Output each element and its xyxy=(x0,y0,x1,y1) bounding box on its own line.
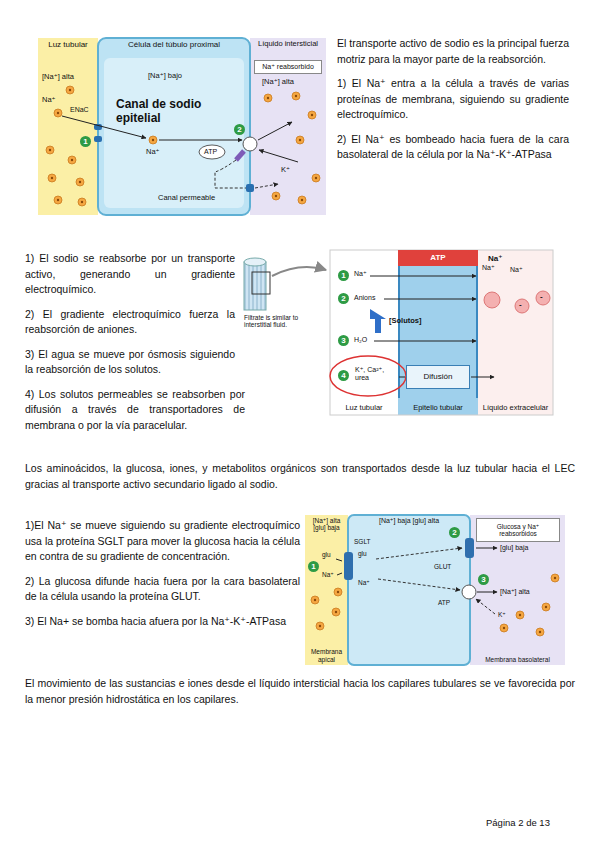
callout-number: 4 xyxy=(338,370,349,381)
region-panel: Célula del túbulo proximal xyxy=(98,38,250,215)
text-box: Na⁺ reabsorbido xyxy=(254,60,322,74)
node-text: Difusión xyxy=(424,372,453,381)
callout-number: 2 xyxy=(449,527,460,538)
node-text: Na⁺ reabsorbido xyxy=(262,63,314,71)
figure-label: ATP xyxy=(438,599,450,606)
figure-label: Anions xyxy=(354,294,375,302)
region-panel: Epitelio tubular ATP Difusión xyxy=(398,250,478,415)
region-panel: Líquido extracelular xyxy=(478,250,553,415)
paragraph-text: 1) El sodio se reabsorbe por un transpor… xyxy=(25,252,235,295)
paragraph: 4) Los solutos permeables se reabsorben … xyxy=(25,387,575,434)
figure-label: Página 2 de 13 xyxy=(486,818,550,829)
node-text: [Na⁺] alta [glu] baja xyxy=(307,517,346,532)
node-text: ATP xyxy=(430,253,445,262)
figure-label: H₂O xyxy=(354,336,367,344)
figure-label: - xyxy=(540,292,543,301)
figure-label: ENaC xyxy=(70,106,89,114)
node-text: Líquido intersticial xyxy=(258,40,318,49)
node-text: Luz tubular xyxy=(48,40,88,49)
paragraph: El movimiento de las sustancias e iones … xyxy=(25,676,575,707)
node-text: Membrana basolateral xyxy=(485,656,550,663)
region-panel: Luz tubular xyxy=(38,38,98,215)
paragraph-text: 2) La glucosa difunde hacia fuera por la… xyxy=(25,575,300,603)
node-text: Líquido extracelular xyxy=(483,404,548,413)
callout-number: 3 xyxy=(338,335,349,346)
callout-number: 1 xyxy=(308,561,319,572)
figure-label: [Na⁺] alta xyxy=(500,588,530,596)
figure-label: Na⁺ xyxy=(510,266,523,274)
node-text: Membrana apical xyxy=(307,648,346,663)
paragraph-text: 3) El agua se mueve por ósmosis siguiend… xyxy=(25,348,235,376)
callout-number: 2 xyxy=(338,293,349,304)
region-panel: [Na⁺] alta [glu] bajaMembrana apical xyxy=(305,515,348,665)
paragraph: 1) El Na⁺ entra a la célula a través de … xyxy=(337,76,569,123)
figure-label: GLUT xyxy=(434,563,451,570)
figure-label: ATP xyxy=(204,148,217,156)
paragraph: 2) El gradiente electroquímico fuerza la… xyxy=(25,307,235,338)
paragraph-text: 2) El gradiente electroquímico fuerza la… xyxy=(25,308,235,336)
paragraph-text: 3) El Na+ se bomba hacia afuera por la N… xyxy=(25,615,286,627)
figure-label: [glu] baja xyxy=(500,544,528,552)
paragraph-text: El movimiento de las sustancias e iones … xyxy=(25,677,575,705)
paragraph: 3) El agua se mueve por ósmosis siguiend… xyxy=(25,347,235,378)
figure-label: glu xyxy=(358,550,367,557)
text-box: Glucosa y Na⁺ reabsorbidos xyxy=(476,518,560,542)
node-text: Luz tubular xyxy=(345,404,382,413)
text-column: El transporte activo de sodio es la prin… xyxy=(337,36,569,172)
text-column: 1)El Na⁺ se mueve siguiendo su gradiente… xyxy=(25,518,300,638)
figure-label: Na⁺ xyxy=(488,254,502,263)
paragraph: 2) La glucosa difunde hacia fuera por la… xyxy=(25,574,300,605)
figure-label: Na⁺ xyxy=(482,264,495,272)
figure-label: Filtrate is similar to interstitial flui… xyxy=(244,314,308,329)
figure-label: Na⁺ xyxy=(42,96,56,105)
figure-label: Na⁺ xyxy=(358,579,370,586)
figure-label: - xyxy=(519,300,522,309)
callout-number: 3 xyxy=(478,574,489,585)
figure-label: K⁺ xyxy=(281,166,290,175)
figure-label: glu xyxy=(322,551,331,558)
paragraph: 3) El Na+ se bomba hacia afuera por la N… xyxy=(25,614,300,630)
node-text: Glucosa y Na⁺ reabsorbidos xyxy=(479,523,557,538)
paragraph: 1)El Na⁺ se mueve siguiendo su gradiente… xyxy=(25,518,300,565)
node-text: [Na⁺] baja [glu] alta xyxy=(379,517,439,525)
figure-label: [Solutos] xyxy=(389,317,422,326)
paragraph-text: 1)El Na⁺ se mueve siguiendo su gradiente… xyxy=(25,519,300,562)
paragraph-text: 2) El Na⁺ es bombeado hacia fuera de la … xyxy=(337,133,569,161)
text-box: ATP xyxy=(398,250,478,266)
figure-label: [Na⁺] bajo xyxy=(148,72,182,81)
figure-label: Na⁺ xyxy=(146,148,160,157)
node-text: Epitelio tubular xyxy=(413,404,463,413)
figure-label: [Na⁺] alta xyxy=(42,73,74,82)
figure-label: Na⁺ xyxy=(354,270,367,278)
text-box: Difusión xyxy=(406,365,470,389)
region-panel: Líquido intersticialNa⁺ reabsorbido xyxy=(250,38,326,215)
node-text: Célula del túbulo proximal xyxy=(128,40,220,49)
callout-number: 1 xyxy=(80,136,91,147)
callout-number: 2 xyxy=(234,124,245,135)
figure-label: [Na⁺] alta xyxy=(262,78,294,87)
paragraph: 2) El Na⁺ es bombeado hacia fuera de la … xyxy=(337,132,569,163)
figure-label: K⁺ xyxy=(498,611,506,618)
figure-label: SGLT xyxy=(354,538,371,545)
paragraph: 1) El sodio se reabsorbe por un transpor… xyxy=(25,251,235,298)
float-spacer xyxy=(245,387,575,418)
callout-number: 1 xyxy=(338,270,349,281)
figure-label: K⁺, Ca²⁺, urea xyxy=(355,366,397,382)
figure-label: Canal de sodio epitelial xyxy=(116,97,224,126)
figure-label: Canal permeable xyxy=(158,194,215,203)
paragraph-text: 4) Los solutos permeables se reabsorben … xyxy=(25,388,245,431)
paragraph-text: 1) El Na⁺ entra a la célula a través de … xyxy=(337,77,569,120)
figure-label: Na⁺ xyxy=(322,571,334,578)
paragraph: El transporte activo de sodio es la prin… xyxy=(337,36,569,67)
text-column: 1) El sodio se reabsorbe por un transpor… xyxy=(25,251,575,442)
paragraph-text: El transporte activo de sodio es la prin… xyxy=(337,37,569,65)
paragraph-text: Los aminoácidos, la glucosa, iones, y me… xyxy=(25,462,575,490)
paragraph: Los aminoácidos, la glucosa, iones, y me… xyxy=(25,461,575,492)
